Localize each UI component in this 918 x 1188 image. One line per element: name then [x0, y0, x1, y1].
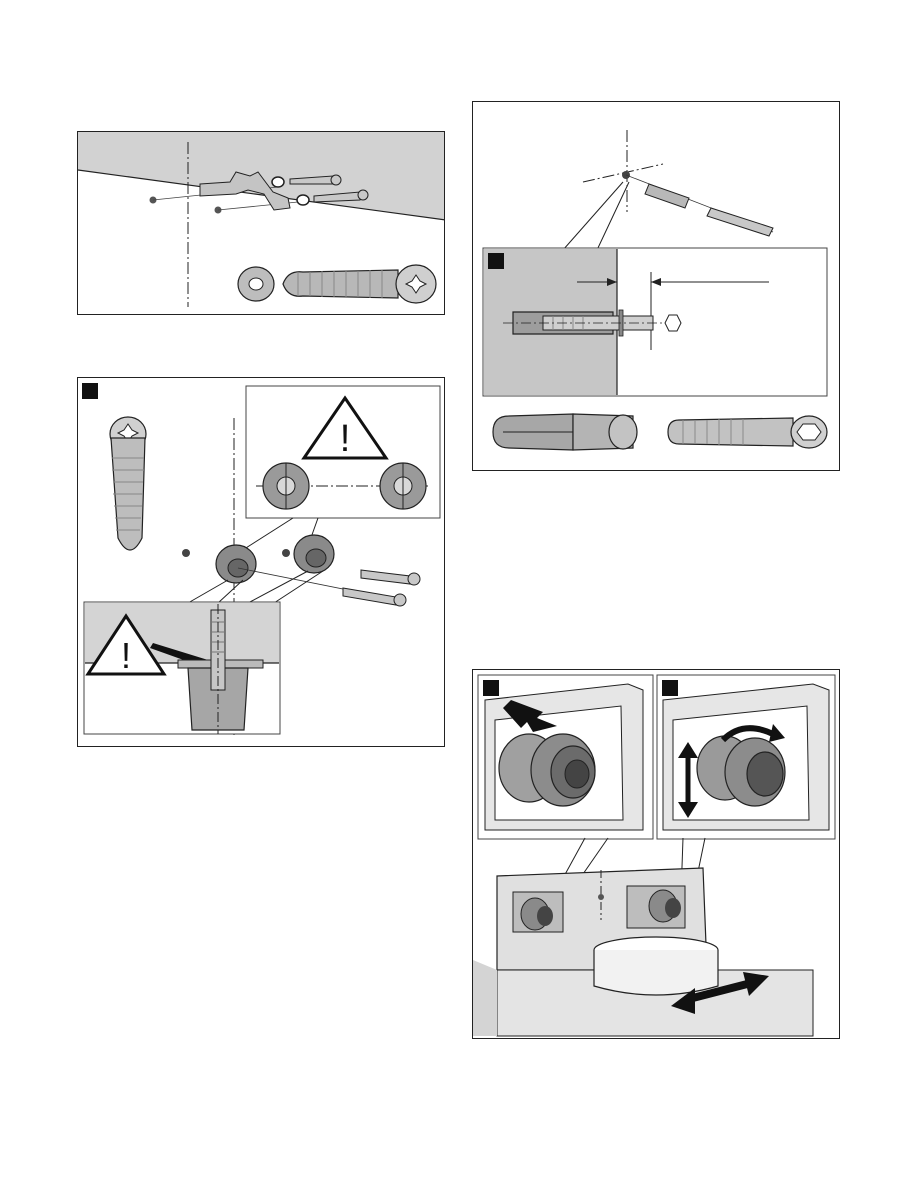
step-badge	[483, 680, 499, 696]
wall-bracket-figure	[77, 131, 445, 315]
screw	[361, 570, 410, 584]
svg-text:!: !	[340, 418, 351, 460]
threaded-bolt	[707, 208, 773, 236]
screw-anchor-figure: ! !	[77, 377, 445, 747]
washer	[297, 195, 309, 205]
wall-plug-illustration	[473, 102, 840, 471]
adjustment-illustration	[473, 670, 840, 1039]
wall-plug	[645, 184, 689, 208]
step-badge	[488, 253, 504, 269]
drill-hole	[282, 549, 290, 557]
step-badge	[662, 680, 678, 696]
washer	[272, 177, 284, 187]
adjustment-figure	[472, 669, 840, 1039]
screw	[343, 588, 396, 605]
svg-text:!: !	[121, 635, 131, 676]
wall-plug-figure	[472, 101, 840, 471]
screw-large	[283, 270, 398, 298]
screw-anchor-illustration: ! !	[78, 378, 445, 747]
wall-bracket-illustration	[78, 132, 445, 315]
drill-hole	[182, 549, 190, 557]
hex-socket-icon	[797, 424, 821, 440]
hex-socket-icon	[665, 315, 681, 331]
